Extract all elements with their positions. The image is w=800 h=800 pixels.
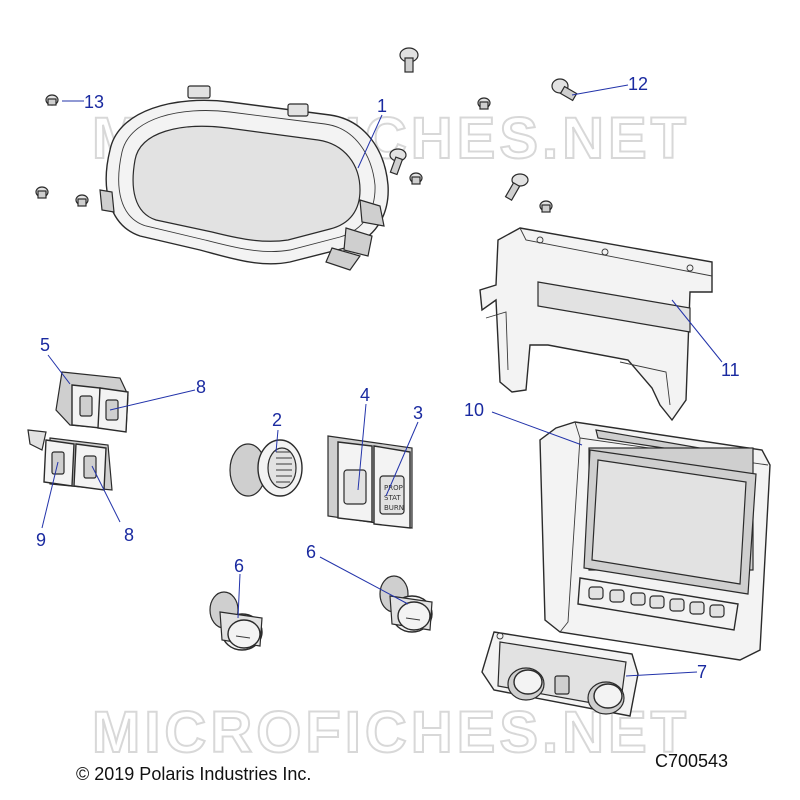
screw-left-a bbox=[35, 186, 49, 199]
callout-12: 12 bbox=[628, 74, 648, 94]
watermark-bottom: MICROFICHES.NET bbox=[92, 700, 690, 765]
climate-control-panel bbox=[481, 631, 639, 717]
copyright-text: © 2019 Polaris Industries Inc. bbox=[76, 764, 312, 784]
round-switch bbox=[229, 439, 303, 497]
screw-right-a bbox=[477, 97, 491, 110]
callout-11: 11 bbox=[721, 360, 740, 380]
screw-center-b bbox=[409, 172, 423, 185]
rocker-switch-pair: PROP STAT BURN bbox=[327, 435, 413, 529]
rocker-text-prop: PROP bbox=[384, 484, 403, 492]
callout-6-right: 6 bbox=[306, 542, 316, 562]
rocker-text-burn: BURN bbox=[384, 504, 404, 512]
leader-lines bbox=[41, 84, 723, 677]
callout-5: 5 bbox=[40, 335, 50, 355]
display-unit bbox=[539, 421, 771, 661]
screw-12 bbox=[551, 78, 578, 102]
screw-right-b bbox=[504, 173, 529, 201]
rocker-text-stat: STAT bbox=[384, 494, 401, 502]
instrument-cluster bbox=[99, 85, 389, 271]
screw-left-b bbox=[75, 194, 89, 207]
callout-8-top: 8 bbox=[196, 377, 206, 397]
screw-13 bbox=[45, 94, 59, 106]
rotary-knob-right bbox=[379, 575, 433, 633]
screw-center-a bbox=[389, 148, 407, 176]
rotary-knob-left bbox=[209, 591, 263, 651]
callout-1: 1 bbox=[377, 96, 387, 116]
callout-8-bottom: 8 bbox=[124, 525, 134, 545]
screw-top-center bbox=[399, 47, 419, 73]
screw-right-c bbox=[539, 200, 553, 213]
callout-4: 4 bbox=[360, 385, 370, 405]
callout-2: 2 bbox=[272, 410, 282, 430]
drawing-number: C700543 bbox=[655, 751, 729, 771]
callout-10: 10 bbox=[464, 400, 484, 420]
switch-bank bbox=[27, 371, 129, 491]
callout-13: 13 bbox=[84, 92, 104, 112]
callout-6-left: 6 bbox=[234, 556, 244, 576]
display-bracket bbox=[479, 227, 713, 422]
callout-3: 3 bbox=[413, 403, 423, 423]
callout-9: 9 bbox=[36, 530, 46, 550]
display-buttons bbox=[588, 586, 725, 618]
callout-7: 7 bbox=[697, 662, 707, 682]
